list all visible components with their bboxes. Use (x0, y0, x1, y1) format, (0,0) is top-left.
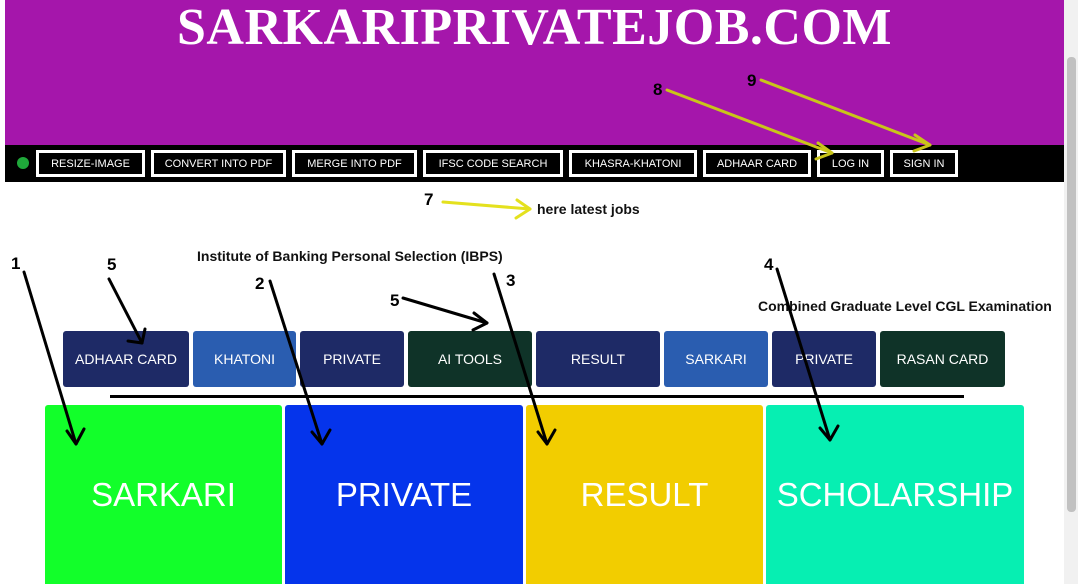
arrow-7-icon (441, 198, 532, 220)
category-result-button[interactable]: RESULT (536, 331, 660, 387)
nav-signin-button[interactable]: SIGN IN (890, 150, 958, 177)
annotation-number-7: 7 (424, 190, 434, 209)
category-khatoni-button[interactable]: KHATONI (193, 331, 296, 387)
nav-merge-pdf-button[interactable]: MERGE INTO PDF (292, 150, 417, 177)
site-header: SARKARIPRIVATEJOB.COM (5, 0, 1064, 145)
nav-khasra-khatoni-button[interactable]: KHASRA-KHATONI (569, 150, 697, 177)
category-private-button[interactable]: PRIVATE (300, 331, 404, 387)
tile-scholarship[interactable]: SCHOLARSHIP (766, 405, 1024, 584)
annotation-number-4: 4 (764, 255, 774, 274)
ibps-marquee-text[interactable]: Institute of Banking Personal Selection … (197, 248, 503, 264)
annotation-number-1: 1 (11, 254, 21, 273)
category-private-2-button[interactable]: PRIVATE (772, 331, 876, 387)
nav-login-button[interactable]: LOG IN (817, 150, 884, 177)
section-divider (110, 395, 964, 398)
nav-resize-image-button[interactable]: RESIZE-IMAGE (36, 150, 145, 177)
top-navbar: RESIZE-IMAGE CONVERT INTO PDF MERGE INTO… (5, 145, 1064, 182)
annotation-number-5a: 5 (107, 255, 117, 274)
tile-private[interactable]: PRIVATE (285, 405, 523, 584)
annotation-number-5b: 5 (390, 291, 400, 310)
tile-result[interactable]: RESULT (526, 405, 763, 584)
category-sarkari-button[interactable]: SARKARI (664, 331, 768, 387)
annotation-number-9: 9 (747, 71, 757, 90)
annotation-number-2: 2 (255, 274, 265, 293)
category-rasan-card-button[interactable]: RASAN CARD (880, 331, 1005, 387)
site-title: SARKARIPRIVATEJOB.COM (177, 0, 892, 56)
scrollbar-thumb[interactable] (1067, 57, 1076, 512)
cgl-marquee-text[interactable]: Combined Graduate Level CGL Examination (758, 298, 1052, 314)
category-ai-tools-button[interactable]: AI TOOLS (408, 331, 532, 387)
tile-sarkari[interactable]: SARKARI (45, 405, 282, 584)
nav-convert-pdf-button[interactable]: CONVERT INTO PDF (151, 150, 286, 177)
nav-adhaar-card-button[interactable]: ADHAAR CARD (703, 150, 811, 177)
page-scrollbar[interactable] (1064, 0, 1078, 584)
status-dot-icon (17, 157, 29, 169)
annotation-number-3: 3 (506, 271, 516, 290)
category-adhaar-card-button[interactable]: ADHAAR CARD (63, 331, 189, 387)
nav-ifsc-search-button[interactable]: IFSC CODE SEARCH (423, 150, 563, 177)
arrow-5b-icon (401, 296, 489, 332)
latest-jobs-link[interactable]: here latest jobs (537, 201, 640, 217)
annotation-number-8: 8 (653, 80, 663, 99)
